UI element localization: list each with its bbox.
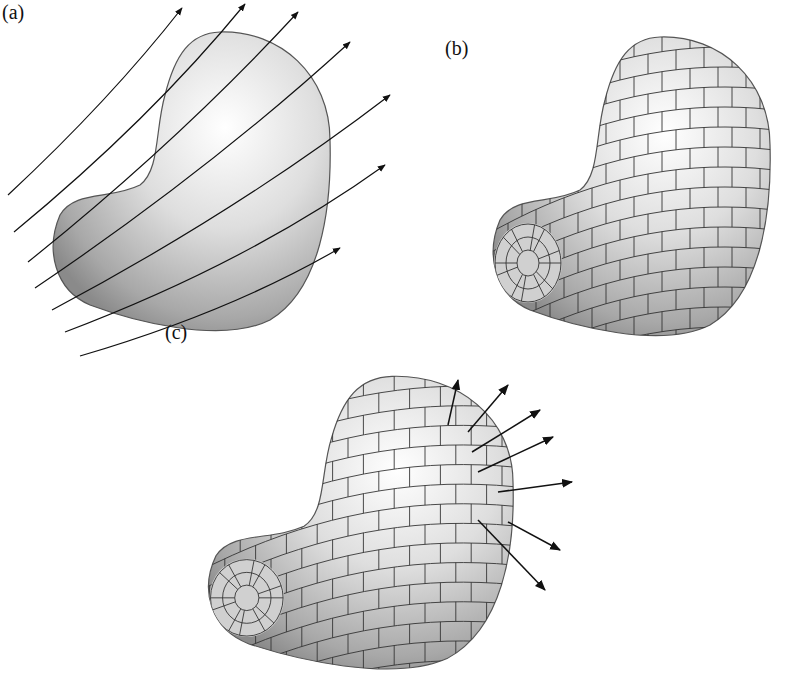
body-a [53, 32, 330, 331]
panel-label: (a) [2, 2, 24, 22]
body-c [183, 347, 548, 686]
panel-label: (c) [165, 322, 187, 342]
body-b [470, 7, 792, 471]
panel-label: (b) [445, 38, 468, 58]
normal-vectors [448, 380, 572, 590]
flow-lines [8, 4, 390, 356]
